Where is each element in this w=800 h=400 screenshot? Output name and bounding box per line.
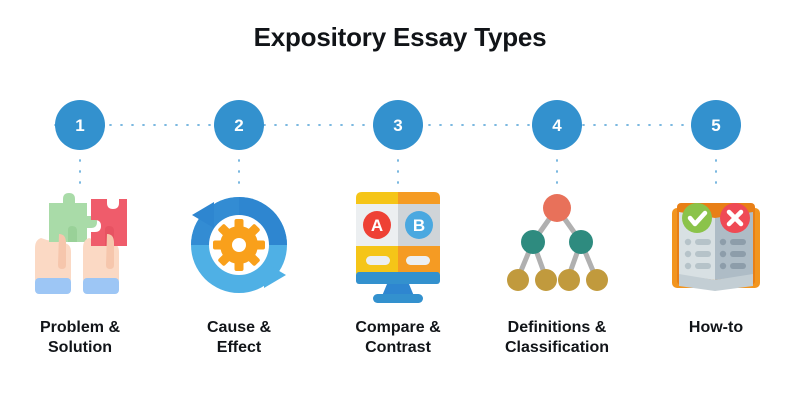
hierarchy-tree-icon	[502, 186, 612, 304]
timeline-drop-line-5	[715, 155, 717, 189]
timeline-step-3[interactable]: 3	[373, 100, 423, 150]
timeline-step-2[interactable]: 2	[214, 100, 264, 150]
timeline-drop-line-4	[556, 155, 558, 189]
caption-line-2: Effect	[216, 339, 262, 357]
timeline-drop-line-3	[397, 155, 399, 189]
tree-root-node	[543, 194, 571, 222]
caption-line-2: Solution	[48, 339, 112, 357]
cycle-arrows-gear-icon	[184, 186, 294, 304]
caption-how-to: How-to	[631, 318, 800, 338]
caption-line-2: Classification	[504, 339, 610, 357]
tree-leaf-2	[535, 269, 557, 291]
timeline-step-1[interactable]: 1	[55, 100, 105, 150]
item-problem-solution: Problem & Solution	[0, 186, 160, 359]
tree-leaf-4	[586, 269, 608, 291]
caption-definitions-classification: Definitions & Classification	[472, 318, 642, 359]
item-compare-contrast: A B Compare & Contrast	[318, 186, 478, 359]
timeline-step-4[interactable]: 4	[532, 100, 582, 150]
tree-node-left	[521, 230, 545, 254]
timeline-drop-line-1	[79, 155, 81, 189]
open-book-check-cross-icon	[661, 186, 771, 304]
caption-line-1: Cause &	[206, 319, 272, 336]
tree-node-right	[569, 230, 593, 254]
caption-line-1: How-to	[688, 319, 744, 336]
badge-a-label: A	[371, 216, 383, 235]
caption-line-1: Compare &	[355, 319, 441, 336]
item-how-to: How-to	[636, 186, 796, 338]
caption-compare-contrast: Compare & Contrast	[313, 318, 483, 359]
caption-line-1: Definitions &	[507, 319, 607, 336]
tree-leaf-3	[558, 269, 580, 291]
caption-line-2: Contrast	[365, 339, 431, 357]
hands-holding-puzzle-pieces-icon	[25, 186, 135, 304]
check-icon	[682, 203, 712, 233]
caption-problem-solution: Problem & Solution	[0, 318, 165, 359]
timeline: 1 2 3 4 5	[0, 100, 800, 189]
caption-line-1: Problem &	[39, 319, 120, 336]
timeline-step-5[interactable]: 5	[691, 100, 741, 150]
monitor-ab-comparison-icon: A B	[343, 186, 453, 304]
item-definitions-classification: Definitions & Classification	[477, 186, 637, 359]
timeline-drop-line-2	[238, 155, 240, 189]
caption-cause-effect: Cause & Effect	[154, 318, 324, 359]
tree-leaf-1	[507, 269, 529, 291]
item-cause-effect: Cause & Effect	[159, 186, 319, 359]
page-title: Expository Essay Types	[253, 22, 547, 52]
badge-b-label: B	[413, 216, 425, 235]
